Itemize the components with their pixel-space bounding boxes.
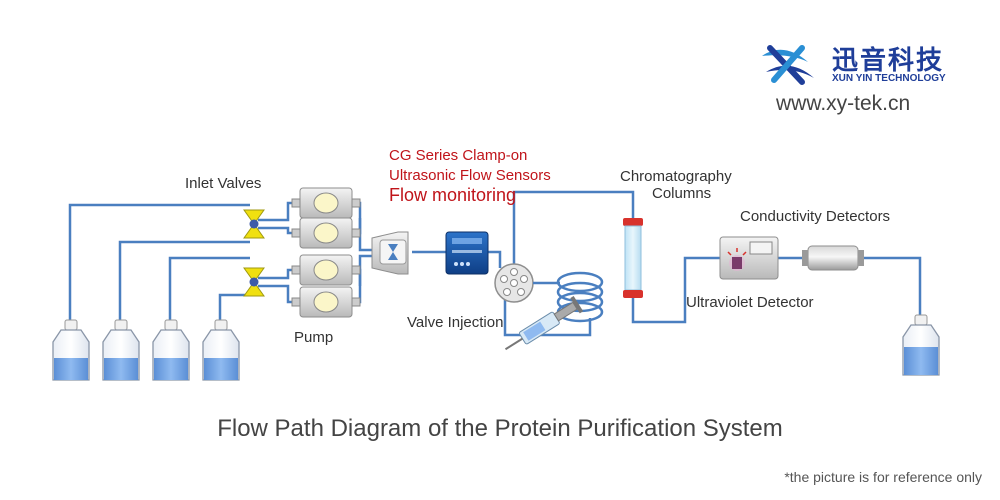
- bottle-4: [202, 319, 240, 381]
- pump-head-1: [291, 187, 361, 219]
- pump-head-3: [291, 254, 361, 286]
- mixer: [371, 231, 409, 275]
- outlet-bottle: [902, 314, 940, 376]
- website-url: www.xy-tek.cn: [776, 92, 911, 115]
- sensor-label-line1: CG Series Clamp-on: [389, 147, 528, 164]
- pump-head-4: [291, 286, 361, 318]
- brand-name-cn: 迅音科技: [832, 45, 945, 75]
- bottle-1: [52, 319, 90, 381]
- sensor-label-line3: Flow monitoring: [389, 185, 517, 205]
- chromatography-column: [623, 218, 643, 298]
- sensor-label-line2: Ultrasonic Flow Sensors: [389, 167, 551, 184]
- label-uv: Ultraviolet Detector: [686, 294, 814, 311]
- label-pump: Pump: [294, 329, 334, 346]
- brand-logo-icon: [762, 45, 814, 85]
- label-inlet-valves: Inlet Valves: [185, 175, 262, 192]
- footnote: *the picture is for reference only: [784, 469, 982, 485]
- inlet-valve-upper: [243, 209, 265, 239]
- ultrasonic-flow-sensor: [445, 231, 489, 275]
- label-conductivity: Conductivity Detectors: [740, 208, 891, 225]
- conductivity-detector: [802, 245, 864, 271]
- diagram-title: Flow Path Diagram of the Protein Purific…: [217, 415, 783, 442]
- uv-detector: [719, 236, 779, 280]
- pump-head-2: [291, 217, 361, 249]
- injection-valve: [494, 263, 534, 303]
- bottle-3: [152, 319, 190, 381]
- inlet-valve-lower: [243, 267, 265, 297]
- syringe: [504, 296, 584, 351]
- brand-name-en: XUN YIN TECHNOLOGY: [832, 73, 946, 84]
- label-chromatography-1: Chromatography: [620, 168, 732, 185]
- label-valve-injection: Valve Injection: [407, 314, 504, 331]
- pump: [291, 187, 361, 318]
- label-chromatography-2: Columns: [652, 185, 712, 202]
- bottle-2: [102, 319, 140, 381]
- inlet-bottles: [52, 319, 240, 381]
